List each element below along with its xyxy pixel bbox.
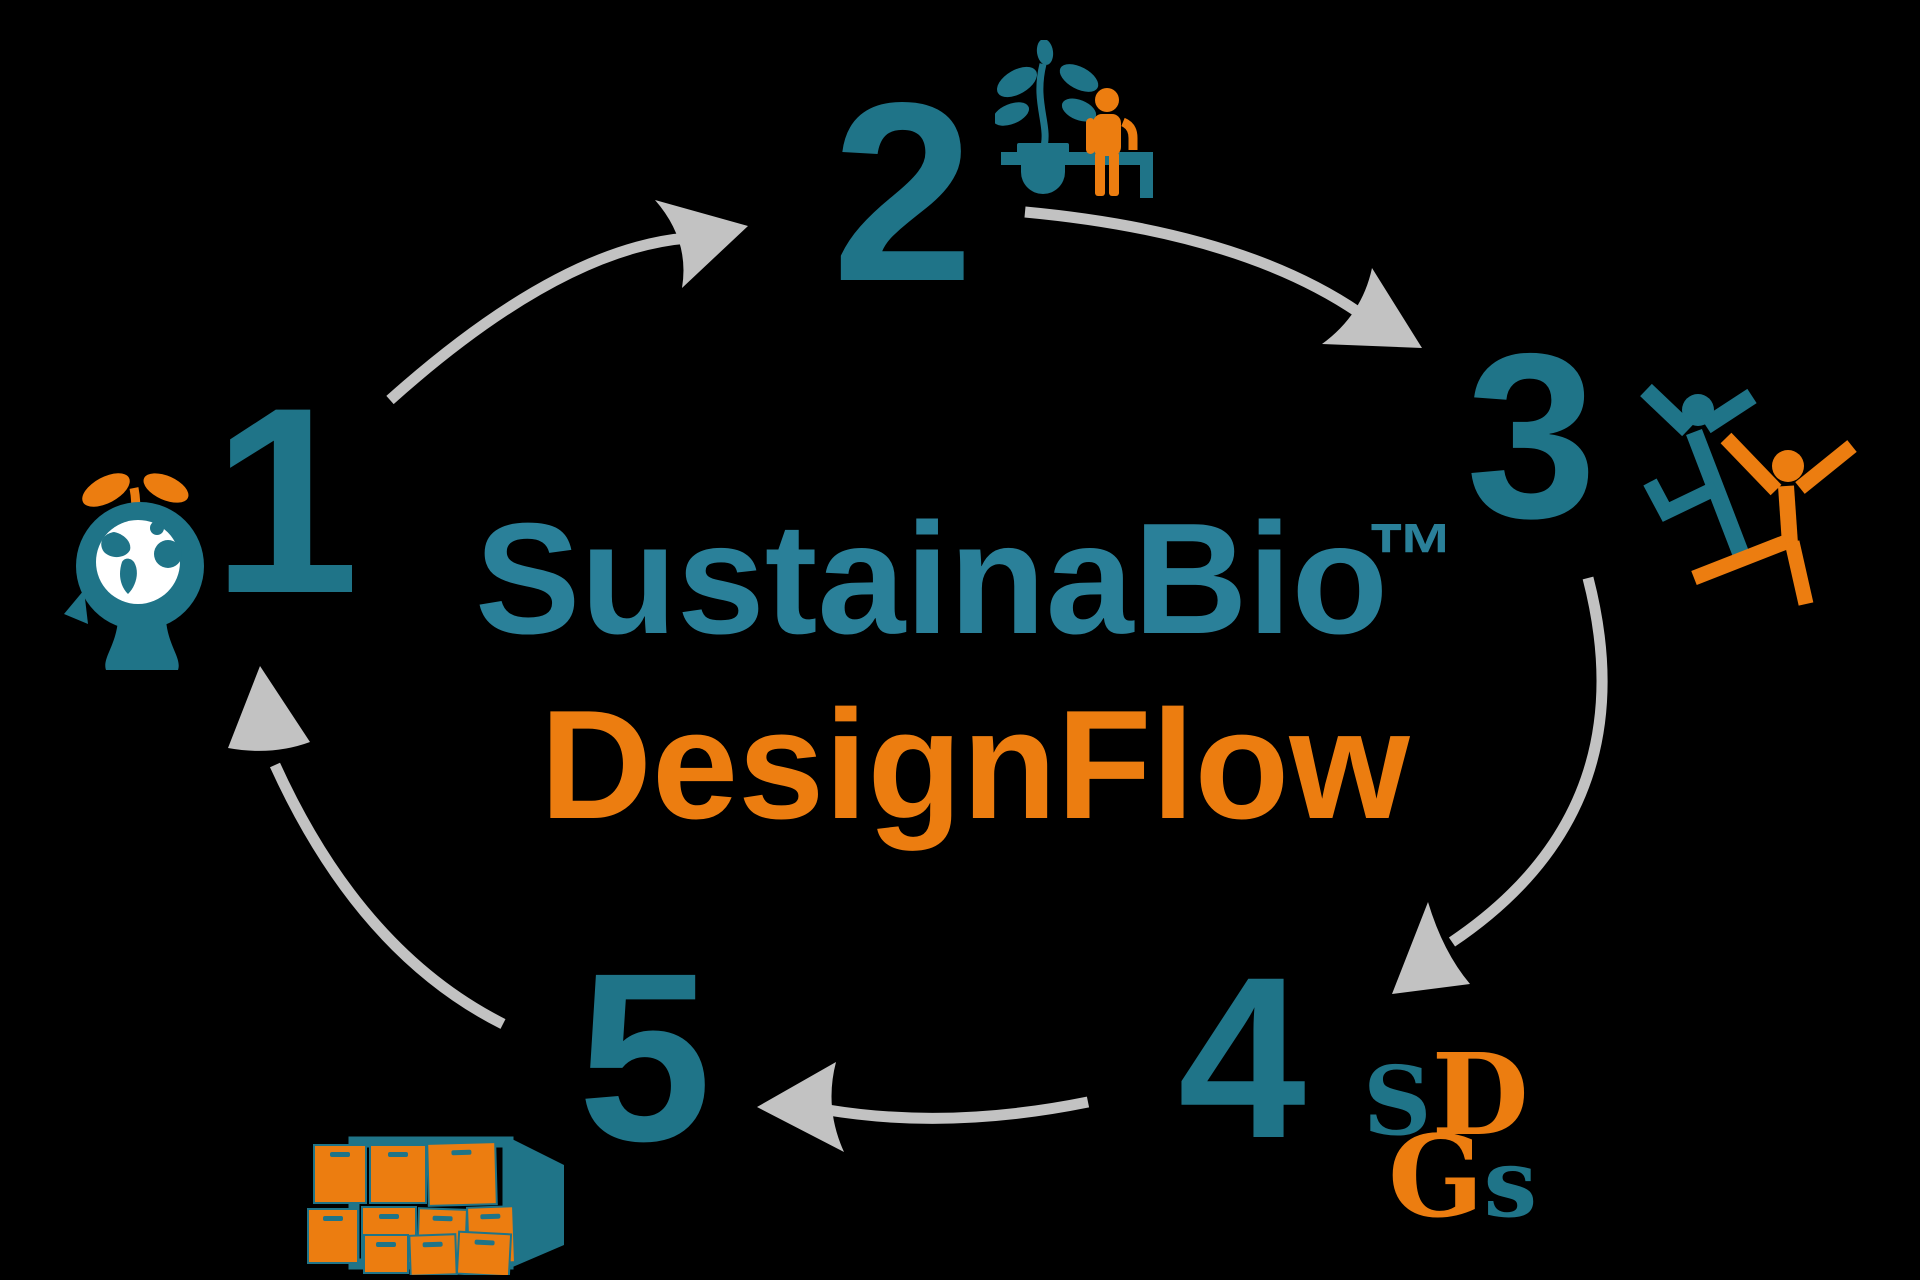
box [307,1208,359,1264]
person-icon [1086,88,1138,196]
subtitle-title: DesignFlow [540,678,1410,851]
box [313,1144,367,1204]
globe-icon [96,520,182,604]
arrowhead-icon [757,1062,844,1152]
step-4-number: 4 [1178,929,1306,1186]
sdgs-logo-line2: Gs [1388,1122,1537,1234]
step-2-number: 2 [832,50,974,335]
box [369,1144,427,1204]
arrow-1-to-2 [386,200,748,405]
brand-title: SustainaBio [475,491,1389,667]
sdgs-letter-s: S [1363,1046,1432,1157]
sdgs-letter-g: G [1388,1112,1484,1243]
step-3-number: 3 [1466,304,1597,567]
plant-icon [995,40,1099,152]
boxes-grid [307,1141,516,1275]
dancer-teal [1640,383,1757,566]
arrow-2-to-3 [1024,206,1422,348]
step-1-number: 1 [212,353,360,649]
container-boxes-icon [307,1136,564,1275]
arrow-4-to-5 [757,1062,1090,1152]
arrowhead-icon [228,666,310,751]
box [408,1233,458,1275]
arrow-5-to-1 [228,666,506,1029]
pot-icon [1017,143,1069,194]
sdgs-letter-s-small: s [1483,1128,1538,1239]
box [363,1234,409,1274]
dancer-orange [1691,432,1857,606]
trademark-symbol: ™ [1366,506,1456,606]
arrowhead-icon [655,200,748,288]
arrowhead-icon [1392,902,1470,994]
dancing-people-icon [1640,383,1857,606]
sdgs-logo-line1: SD [1363,1040,1529,1152]
step-5-number: 5 [578,923,712,1191]
sdgs-letter-d: D [1431,1030,1529,1161]
arrow-3-to-4 [1392,576,1608,994]
box [426,1141,498,1207]
head-globe-icon [64,473,204,670]
box [455,1230,513,1275]
plant-bench-person-icon [995,40,1153,198]
arrowhead-icon [1322,268,1422,348]
